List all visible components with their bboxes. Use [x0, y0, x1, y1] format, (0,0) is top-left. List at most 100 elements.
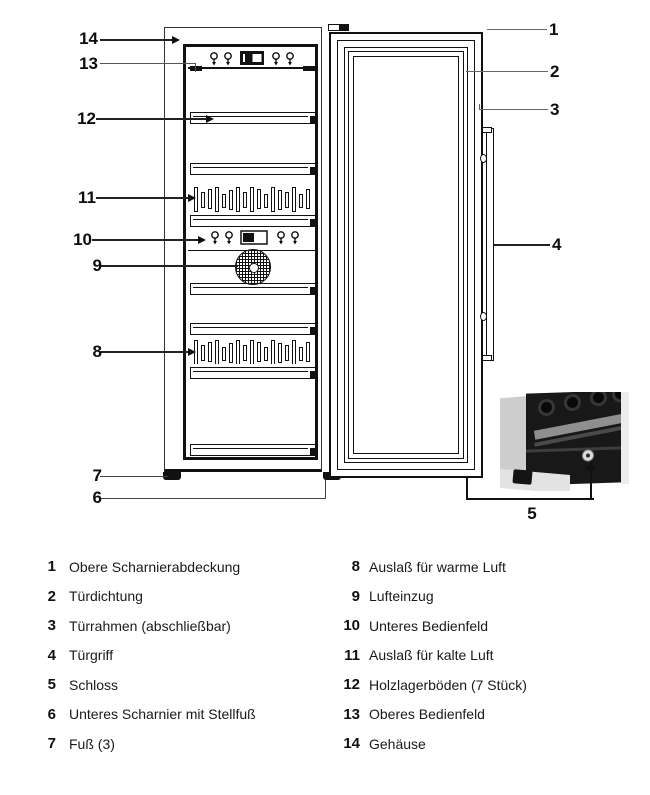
fan-hub — [249, 263, 259, 273]
front-foot — [163, 472, 181, 480]
legend-item: 14 Gehäuse — [336, 729, 636, 759]
legend-number: 8 — [351, 558, 360, 576]
top-hinge-cover — [328, 24, 349, 31]
callout-line-14 — [100, 39, 172, 41]
vent-slat — [278, 190, 282, 210]
vent-slat — [306, 189, 310, 209]
handle-bracket — [482, 355, 492, 361]
callout-label-6: 6 — [92, 488, 102, 507]
vent-slat — [215, 187, 219, 212]
legend-item: 8 Auslaß für warme Luft — [336, 552, 636, 582]
temperature-display — [240, 230, 268, 245]
vent-slat — [257, 189, 261, 209]
vent-slat — [306, 342, 310, 362]
legend-label: Gehäuse — [369, 735, 426, 752]
legend-label: Unteres Bedienfeld — [369, 617, 489, 634]
legend-item: 1 Obere Scharnierabdeckung — [40, 552, 320, 582]
lower-control-panel — [211, 230, 299, 245]
legend-label: Auslaß für kalte Luft — [369, 647, 494, 664]
callout-line-3 — [479, 109, 548, 110]
legend-label: Oberes Bedienfeld — [369, 706, 485, 723]
vent-slat — [271, 340, 275, 364]
door-handle — [486, 128, 494, 361]
callout-label-10: 10 — [73, 230, 92, 249]
legend-item: 13 Oberes Bedienfeld — [336, 700, 636, 730]
wooden-shelf — [190, 323, 316, 335]
arrow-icon — [198, 236, 206, 244]
upper-control-panel — [210, 51, 294, 66]
handle-screw — [480, 312, 487, 321]
callout-line-1 — [487, 29, 547, 30]
wine-bottle — [564, 393, 581, 412]
callout-label-13: 13 — [79, 54, 98, 73]
temperature-display — [240, 51, 264, 65]
legend-number: 6 — [47, 705, 56, 723]
panel-tick — [190, 66, 202, 71]
callout-label-9: 9 — [92, 256, 102, 275]
lock-detail-photo — [500, 392, 629, 491]
legend-number: 1 — [47, 558, 56, 576]
vent-slat — [236, 187, 240, 212]
legend-label: Türdichtung — [69, 588, 143, 605]
wine-bottle — [538, 398, 555, 417]
callout-label-3: 3 — [550, 100, 560, 119]
callout-label-14: 14 — [79, 29, 98, 48]
callout-line-11 — [96, 197, 190, 199]
panel-tick — [303, 66, 315, 71]
vent-slat — [229, 190, 233, 210]
wooden-shelf — [190, 367, 316, 379]
photo-door-edge — [621, 392, 629, 484]
legend-label: Türrahmen (abschließbar) — [69, 617, 231, 634]
callout-label-1: 1 — [549, 20, 559, 39]
button-icon — [210, 52, 294, 66]
callout-line-6 — [325, 480, 326, 499]
legend-item: 4 Türgriff — [40, 641, 320, 671]
vent-slat — [208, 342, 212, 362]
door-gasket-inner — [348, 51, 464, 459]
vent-slat — [215, 340, 219, 364]
callout-line-13 — [100, 63, 196, 64]
callout-line-5 — [466, 498, 594, 500]
callout-line-7 — [100, 476, 168, 477]
vent-slat — [222, 347, 226, 361]
callout-label-8: 8 — [92, 342, 102, 361]
callout-line-10 — [92, 239, 200, 241]
wooden-shelf — [190, 444, 316, 456]
legend-label: Lufteinzug — [369, 588, 434, 605]
vent-slat — [243, 345, 247, 361]
legend-label: Fuß (3) — [69, 735, 115, 752]
callout-label-5: 5 — [527, 504, 537, 523]
legend-number: 13 — [343, 705, 360, 723]
legend-item: 11 Auslaß für kalte Luft — [336, 641, 636, 671]
callout-line-13 — [195, 63, 196, 72]
legend-label: Türgriff — [69, 647, 114, 664]
vent-slat — [299, 347, 303, 361]
door-gasket — [344, 47, 468, 463]
callout-line-5 — [590, 469, 592, 500]
vent-slat — [285, 192, 289, 208]
vent-slat — [222, 194, 226, 208]
vent-slat — [201, 192, 205, 208]
legend-number: 4 — [47, 646, 56, 664]
lock-icon — [582, 449, 594, 462]
legend-number: 14 — [343, 735, 360, 753]
legend-number: 10 — [343, 617, 360, 635]
vent-slat — [229, 343, 233, 363]
arrow-icon — [188, 348, 196, 356]
vent-slat — [264, 194, 268, 208]
fan-icon — [235, 249, 271, 285]
legend-label: Schloss — [69, 676, 119, 693]
vent-slat — [257, 342, 261, 362]
vent-slat — [243, 192, 247, 208]
legend-label: Auslaß für warme Luft — [369, 558, 506, 575]
legend-label: Obere Scharnierabdeckung — [69, 558, 241, 575]
warm-air-outlet-vents — [194, 340, 314, 364]
legend-number: 11 — [344, 646, 360, 664]
vent-slat — [236, 340, 240, 364]
